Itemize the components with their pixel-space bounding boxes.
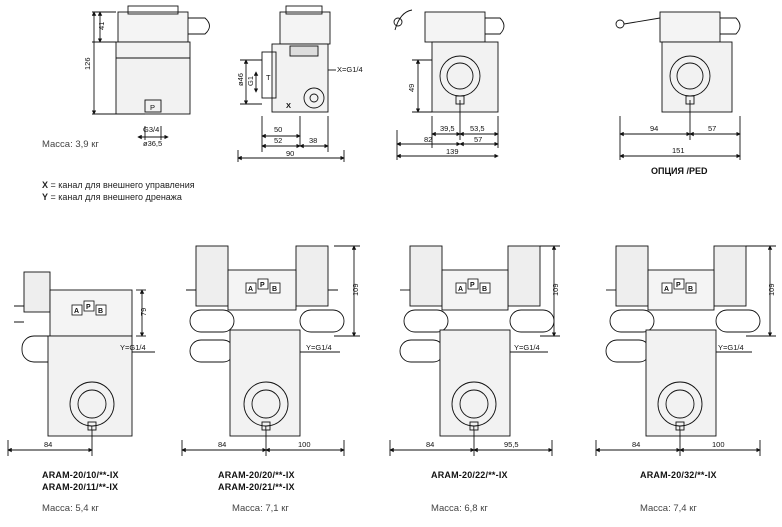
port-b-label: B <box>272 286 277 293</box>
variant-drawing-1 <box>7 271 155 456</box>
port-b-label: B <box>98 308 103 315</box>
variant-2-dim-h: 109 <box>351 283 360 296</box>
variant-4-dim-right: 100 <box>712 440 725 449</box>
variant-2-model-2: ARAM-20/21/**-IX <box>218 482 295 492</box>
variant-1-dim-left: 84 <box>44 440 52 449</box>
variant-3-dim-h: 109 <box>551 283 560 296</box>
dim-57: 57 <box>474 135 482 144</box>
variant-3-mass: Масса: 6,8 кг <box>431 503 488 514</box>
dim-126: 126 <box>83 57 92 70</box>
legend-y-text: = канал для внешнего дренажа <box>48 192 182 202</box>
port-a-label: A <box>664 286 669 293</box>
port-t-label: T <box>90 426 94 432</box>
legend-x: X = канал для внешнего управления <box>42 180 195 190</box>
variant-1-model-2: ARAM-20/11/**-IX <box>42 482 119 492</box>
variant-1-mass: Масса: 5,4 кг <box>42 503 99 514</box>
port-a-label: A <box>248 286 253 293</box>
dim-57b: 57 <box>708 124 716 133</box>
variant-4-model-1: ARAM-20/32/**-IX <box>640 470 717 480</box>
dim-g1: G1 <box>246 76 255 86</box>
variant-1-ports: A P B <box>71 300 107 316</box>
dim-g34: G3/4 <box>143 125 159 134</box>
dim-82: 82 <box>424 135 432 144</box>
dim-t: T <box>266 73 271 82</box>
port-t-label: T <box>472 426 476 432</box>
legend-x-key: X <box>42 180 49 190</box>
variant-2-mass: Масса: 7,1 кг <box>232 503 289 514</box>
dim-535: 53,5 <box>470 124 485 133</box>
dim-p: P <box>150 103 155 112</box>
dim-395: 39,5 <box>440 124 455 133</box>
variant-drawing-3 <box>389 245 560 456</box>
dim-38: 38 <box>309 136 317 145</box>
variant-4-dim-h: 109 <box>767 283 776 296</box>
option-ped-label: ОПЦИЯ /PED <box>651 166 708 176</box>
top-view-front <box>91 5 210 140</box>
variant-2-model-1: ARAM-20/20/**-IX <box>218 470 295 480</box>
top-view-option-ped <box>615 11 741 160</box>
variant-1-model-1: ARAM-20/10/**-IX <box>42 470 119 480</box>
legend-x-text: = канал для внешнего управления <box>48 180 195 190</box>
mass-label-top: Масса: 3,9 кг <box>42 139 99 150</box>
variant-drawing-4 <box>595 245 776 456</box>
port-a-label: A <box>458 286 463 293</box>
variant-2-y-label: Y=G1/4 <box>306 343 332 352</box>
dim-x-g14: X=G1/4 <box>337 65 363 74</box>
port-a-label: A <box>74 308 79 315</box>
dim-d365: ø36,5 <box>143 139 162 148</box>
variant-4-y-label: Y=G1/4 <box>718 343 744 352</box>
dim-49: 49 <box>407 84 416 92</box>
port-p-label: P <box>260 282 265 289</box>
variant-3-ports: A P B <box>455 278 491 294</box>
port-b-label: B <box>688 286 693 293</box>
port-p-label: P <box>86 304 91 311</box>
dim-x: X <box>286 101 291 110</box>
port-t-label: T <box>264 426 268 432</box>
dim-90: 90 <box>286 149 294 158</box>
dim-151: 151 <box>672 146 685 155</box>
dim-139: 139 <box>446 147 459 156</box>
legend-y: Y = канал для внешнего дренажа <box>42 192 182 202</box>
variant-2-dim-right: 100 <box>298 440 311 449</box>
port-p-label: P <box>470 282 475 289</box>
port-p-label: P <box>676 282 681 289</box>
variant-2-dim-left: 84 <box>218 440 226 449</box>
dim-52: 52 <box>274 136 282 145</box>
variant-2-ports: A P B <box>245 278 281 294</box>
port-t-label: T <box>678 426 682 432</box>
top-view-side <box>237 5 345 162</box>
variant-3-model-1: ARAM-20/22/**-IX <box>431 470 508 480</box>
variant-3-dim-right: 95,5 <box>504 440 519 449</box>
variant-3-y-label: Y=G1/4 <box>514 343 540 352</box>
dim-d46: ø46 <box>236 73 245 86</box>
dim-41: 41 <box>97 22 106 30</box>
dim-50: 50 <box>274 125 282 134</box>
legend-y-key: Y <box>42 192 49 202</box>
variant-1-y-label: Y=G1/4 <box>120 343 146 352</box>
dim-94: 94 <box>650 124 658 133</box>
variant-4-mass: Масса: 7,4 кг <box>640 503 697 514</box>
variant-4-ports: A P B <box>661 278 697 294</box>
variant-3-dim-left: 84 <box>426 440 434 449</box>
variant-4-dim-left: 84 <box>632 440 640 449</box>
variant-1-dim-h: 79 <box>139 308 148 316</box>
port-b-label: B <box>482 286 487 293</box>
top-view-rear <box>393 9 505 160</box>
variant-drawing-2 <box>181 245 360 456</box>
